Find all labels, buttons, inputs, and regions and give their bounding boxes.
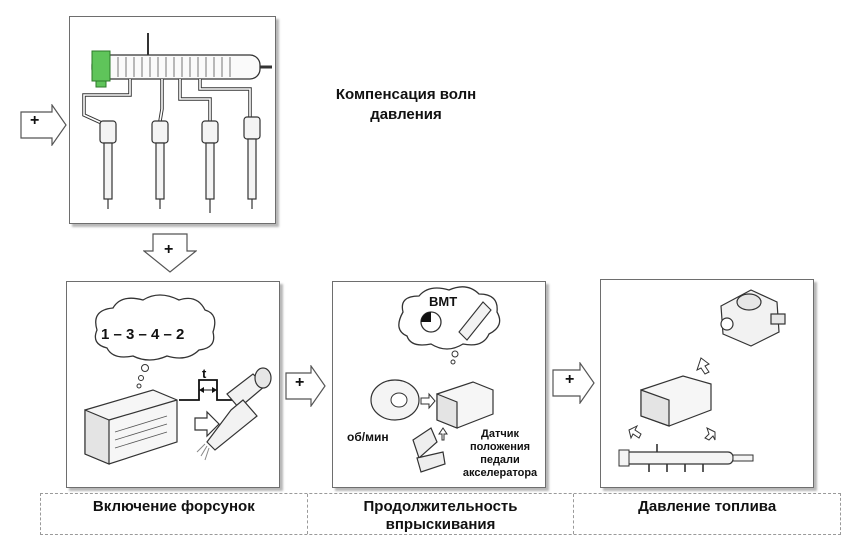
fuel-pressure-frame <box>600 279 814 488</box>
plus-arrow-right-icon <box>552 362 595 404</box>
injector-activation-illustration <box>84 294 272 465</box>
plus-arrow-right-icon <box>20 104 67 146</box>
firing-order-label: 1 – 3 – 4 – 2 <box>101 326 185 343</box>
injector-activation-frame: 1 – 3 – 4 – 2 t <box>66 281 280 488</box>
caption-injector-activation: Включение форсунок <box>92 498 255 515</box>
plus-sign: + <box>164 241 174 258</box>
pressure-wave-compensation-label: Компенсация волн давления <box>335 86 477 123</box>
injection-duration-illustration <box>370 286 501 473</box>
accelerator-pedal-sensor-label: Датчик положения педали акселератора <box>462 428 538 479</box>
fuel-rail-with-injectors-illustration <box>82 33 272 213</box>
caption-fuel-pressure: Давление топлива <box>573 494 840 534</box>
caption-row: Включение форсунок Продолжительность впр… <box>40 493 841 535</box>
injection-duration-frame: ВМТ об/мин Датчик положения педали аксел… <box>332 281 546 488</box>
rail-frame <box>69 16 276 224</box>
time-label: t <box>202 366 207 381</box>
plus-arrow-down-icon <box>143 233 197 273</box>
plus-sign: + <box>565 371 575 388</box>
tdc-label: ВМТ <box>429 294 458 309</box>
fuel-pressure-illustration <box>618 289 786 472</box>
plus-sign: + <box>295 374 305 391</box>
plus-sign: + <box>30 112 40 129</box>
caption-injection-duration: Продолжительность впрыскивания <box>306 494 574 534</box>
plus-arrow-right-icon <box>285 365 326 407</box>
rpm-label: об/мин <box>347 430 389 444</box>
